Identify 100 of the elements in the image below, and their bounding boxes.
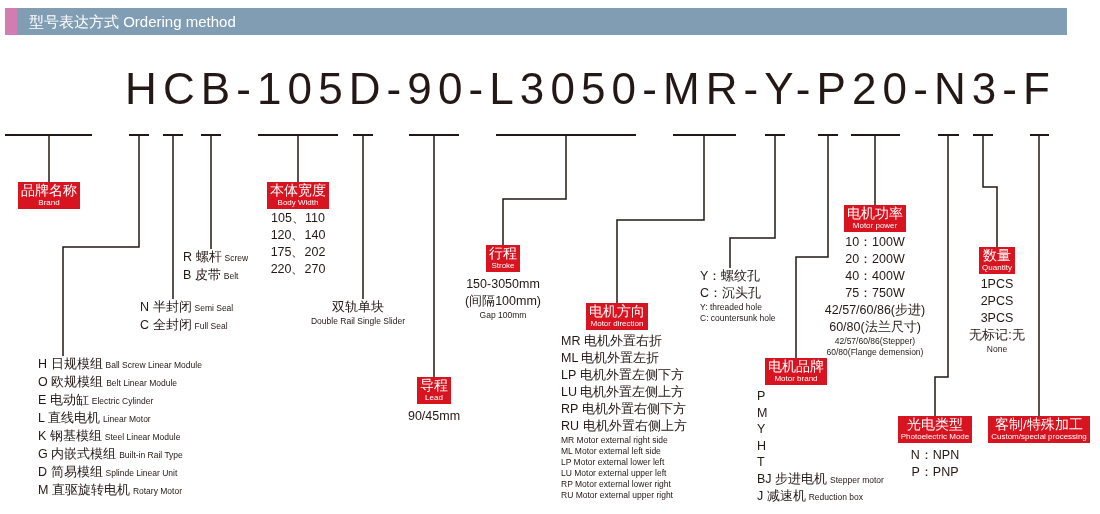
segment-underline — [818, 134, 838, 136]
option-line: J 减速机 Reduction box — [757, 488, 864, 505]
option-line: T — [757, 454, 765, 471]
option-line: E 电动缸 Electric Cylinder — [38, 392, 154, 409]
segment-underline — [973, 134, 993, 136]
option-line: MR Motor external right side — [561, 435, 668, 446]
option-line: G 内嵌式模组 Built-in Rail Type — [38, 446, 183, 463]
category-tag — [586, 303, 648, 330]
option-line: O 欧规模组 Belt Linear Module — [38, 374, 178, 391]
option-line: MR 电机外置右折 — [561, 333, 662, 350]
value-line: Gap 100mm — [479, 310, 527, 321]
value-line: 175、202 — [270, 244, 326, 261]
category-tag — [267, 182, 329, 209]
option-line: LU Motor external upper left — [561, 468, 667, 479]
option-line: Double Rail Single Slider — [311, 316, 405, 327]
tag-title: 电机功率 — [847, 206, 903, 221]
option-line: L 直线电机 Linear Motor — [38, 410, 151, 427]
value-line: None — [986, 344, 1008, 355]
option-line: LP 电机外置左侧下方 — [561, 367, 684, 384]
tag-title: 行程 — [489, 246, 517, 261]
option-line: N：NPN — [910, 447, 960, 464]
segment-underline — [1030, 134, 1049, 136]
tag-subtitle: Quantity — [982, 263, 1012, 272]
leader-line — [795, 135, 829, 359]
tag-subtitle: Stroke — [491, 261, 515, 270]
category-tag — [417, 377, 451, 404]
option-line: Y — [757, 421, 766, 438]
tag-subtitle: Motor direction — [590, 319, 644, 328]
tag-subtitle: Brand — [38, 198, 60, 207]
segment-underline — [938, 134, 959, 136]
segment-underline — [353, 134, 373, 136]
segment-underline — [851, 134, 900, 136]
tag-title: 电机品牌 — [768, 359, 824, 374]
value-line: 150-3050mm — [466, 276, 540, 293]
option-line: M 直驱旋转电机 Rotary Motor — [38, 482, 182, 499]
option-line: B 皮带 Belt — [183, 267, 239, 284]
option-line: RU Motor external upper right — [561, 490, 673, 501]
leader-line — [729, 135, 776, 269]
segment-underline — [201, 134, 221, 136]
tag-title: 本体宽度 — [270, 183, 326, 198]
value-line: 42/57/60/86(步进) — [824, 302, 926, 319]
tag-subtitle: Lead — [425, 393, 443, 402]
leader-line — [362, 135, 364, 300]
option-line: C 全封闭 Full Seal — [140, 317, 228, 334]
category-tag — [844, 205, 906, 232]
value-line: 2PCS — [980, 293, 1014, 310]
tag-subtitle: Photoelectric Mode — [900, 432, 970, 441]
category-tag — [765, 358, 827, 385]
page-title: 型号表达方式 Ordering method — [29, 12, 236, 31]
value-line: 10：100W — [845, 234, 905, 251]
tag-subtitle: Body Width — [277, 198, 319, 207]
value-line: 75：750W — [845, 285, 905, 302]
category-tag — [979, 247, 1015, 274]
option-line: C：沉头孔 — [700, 285, 762, 302]
tag-subtitle: Motor brand — [774, 374, 818, 383]
leader-line — [172, 135, 174, 300]
segment-underline — [129, 134, 149, 136]
option-line: C: countersunk hole — [700, 313, 776, 324]
category-tag — [897, 416, 973, 443]
leader-line — [874, 135, 876, 206]
segment-underline — [258, 134, 338, 136]
value-line: 1PCS — [980, 276, 1014, 293]
category-tag — [486, 245, 520, 272]
tag-title: 光电类型 — [907, 417, 963, 432]
leader-line — [616, 135, 705, 304]
value-line: 42/57/60/86(Stepper) — [834, 336, 916, 347]
option-line: Y: threaded hole — [700, 302, 762, 313]
option-line: RP 电机外置右侧下方 — [561, 401, 686, 418]
value-line: 105、110 — [271, 210, 325, 227]
tag-subtitle: Custom/special processing — [991, 432, 1087, 441]
option-line: RU 电机外置右侧上方 — [561, 418, 687, 435]
leader-line — [982, 135, 998, 248]
tag-subtitle: Motor power — [852, 221, 898, 230]
option-line: R 螺杆 Screw — [183, 249, 249, 266]
leader-line — [48, 135, 50, 183]
option-line: K 钢基模组 Steel Linear Module — [38, 428, 181, 445]
leader-line — [297, 135, 299, 183]
segment-underline — [496, 134, 636, 136]
value-line: 60/80(Flange demension) — [826, 347, 924, 358]
leader-line — [1038, 135, 1040, 417]
value-line: 120、140 — [270, 227, 326, 244]
tag-title: 电机方向 — [589, 304, 645, 319]
value-line: 220、270 — [270, 261, 326, 278]
value-line: 90/45mm — [407, 408, 461, 425]
segment-underline — [673, 134, 736, 136]
category-tag — [18, 182, 80, 209]
value-line: (间隔100mm) — [465, 293, 541, 310]
option-line: N 半封闭 Semi Seal — [140, 299, 234, 316]
model-code: HCB-105D-90-L3050-MR-Y-P20-N3-F — [125, 66, 1050, 112]
value-line: 3PCS — [980, 310, 1014, 327]
category-tag — [988, 416, 1090, 443]
option-line: M — [757, 404, 768, 421]
value-line: 40：400W — [845, 268, 905, 285]
tag-title: 导程 — [420, 378, 448, 393]
option-line: D 简易模组 Splinde Linear Unit — [38, 464, 178, 481]
tag-title: 品牌名称 — [21, 183, 77, 198]
option-line: P：PNP — [911, 464, 959, 481]
value-line: 无标记:无 — [969, 327, 1025, 344]
option-line: LU 电机外置左侧上方 — [561, 384, 685, 401]
leader-line — [433, 135, 435, 378]
